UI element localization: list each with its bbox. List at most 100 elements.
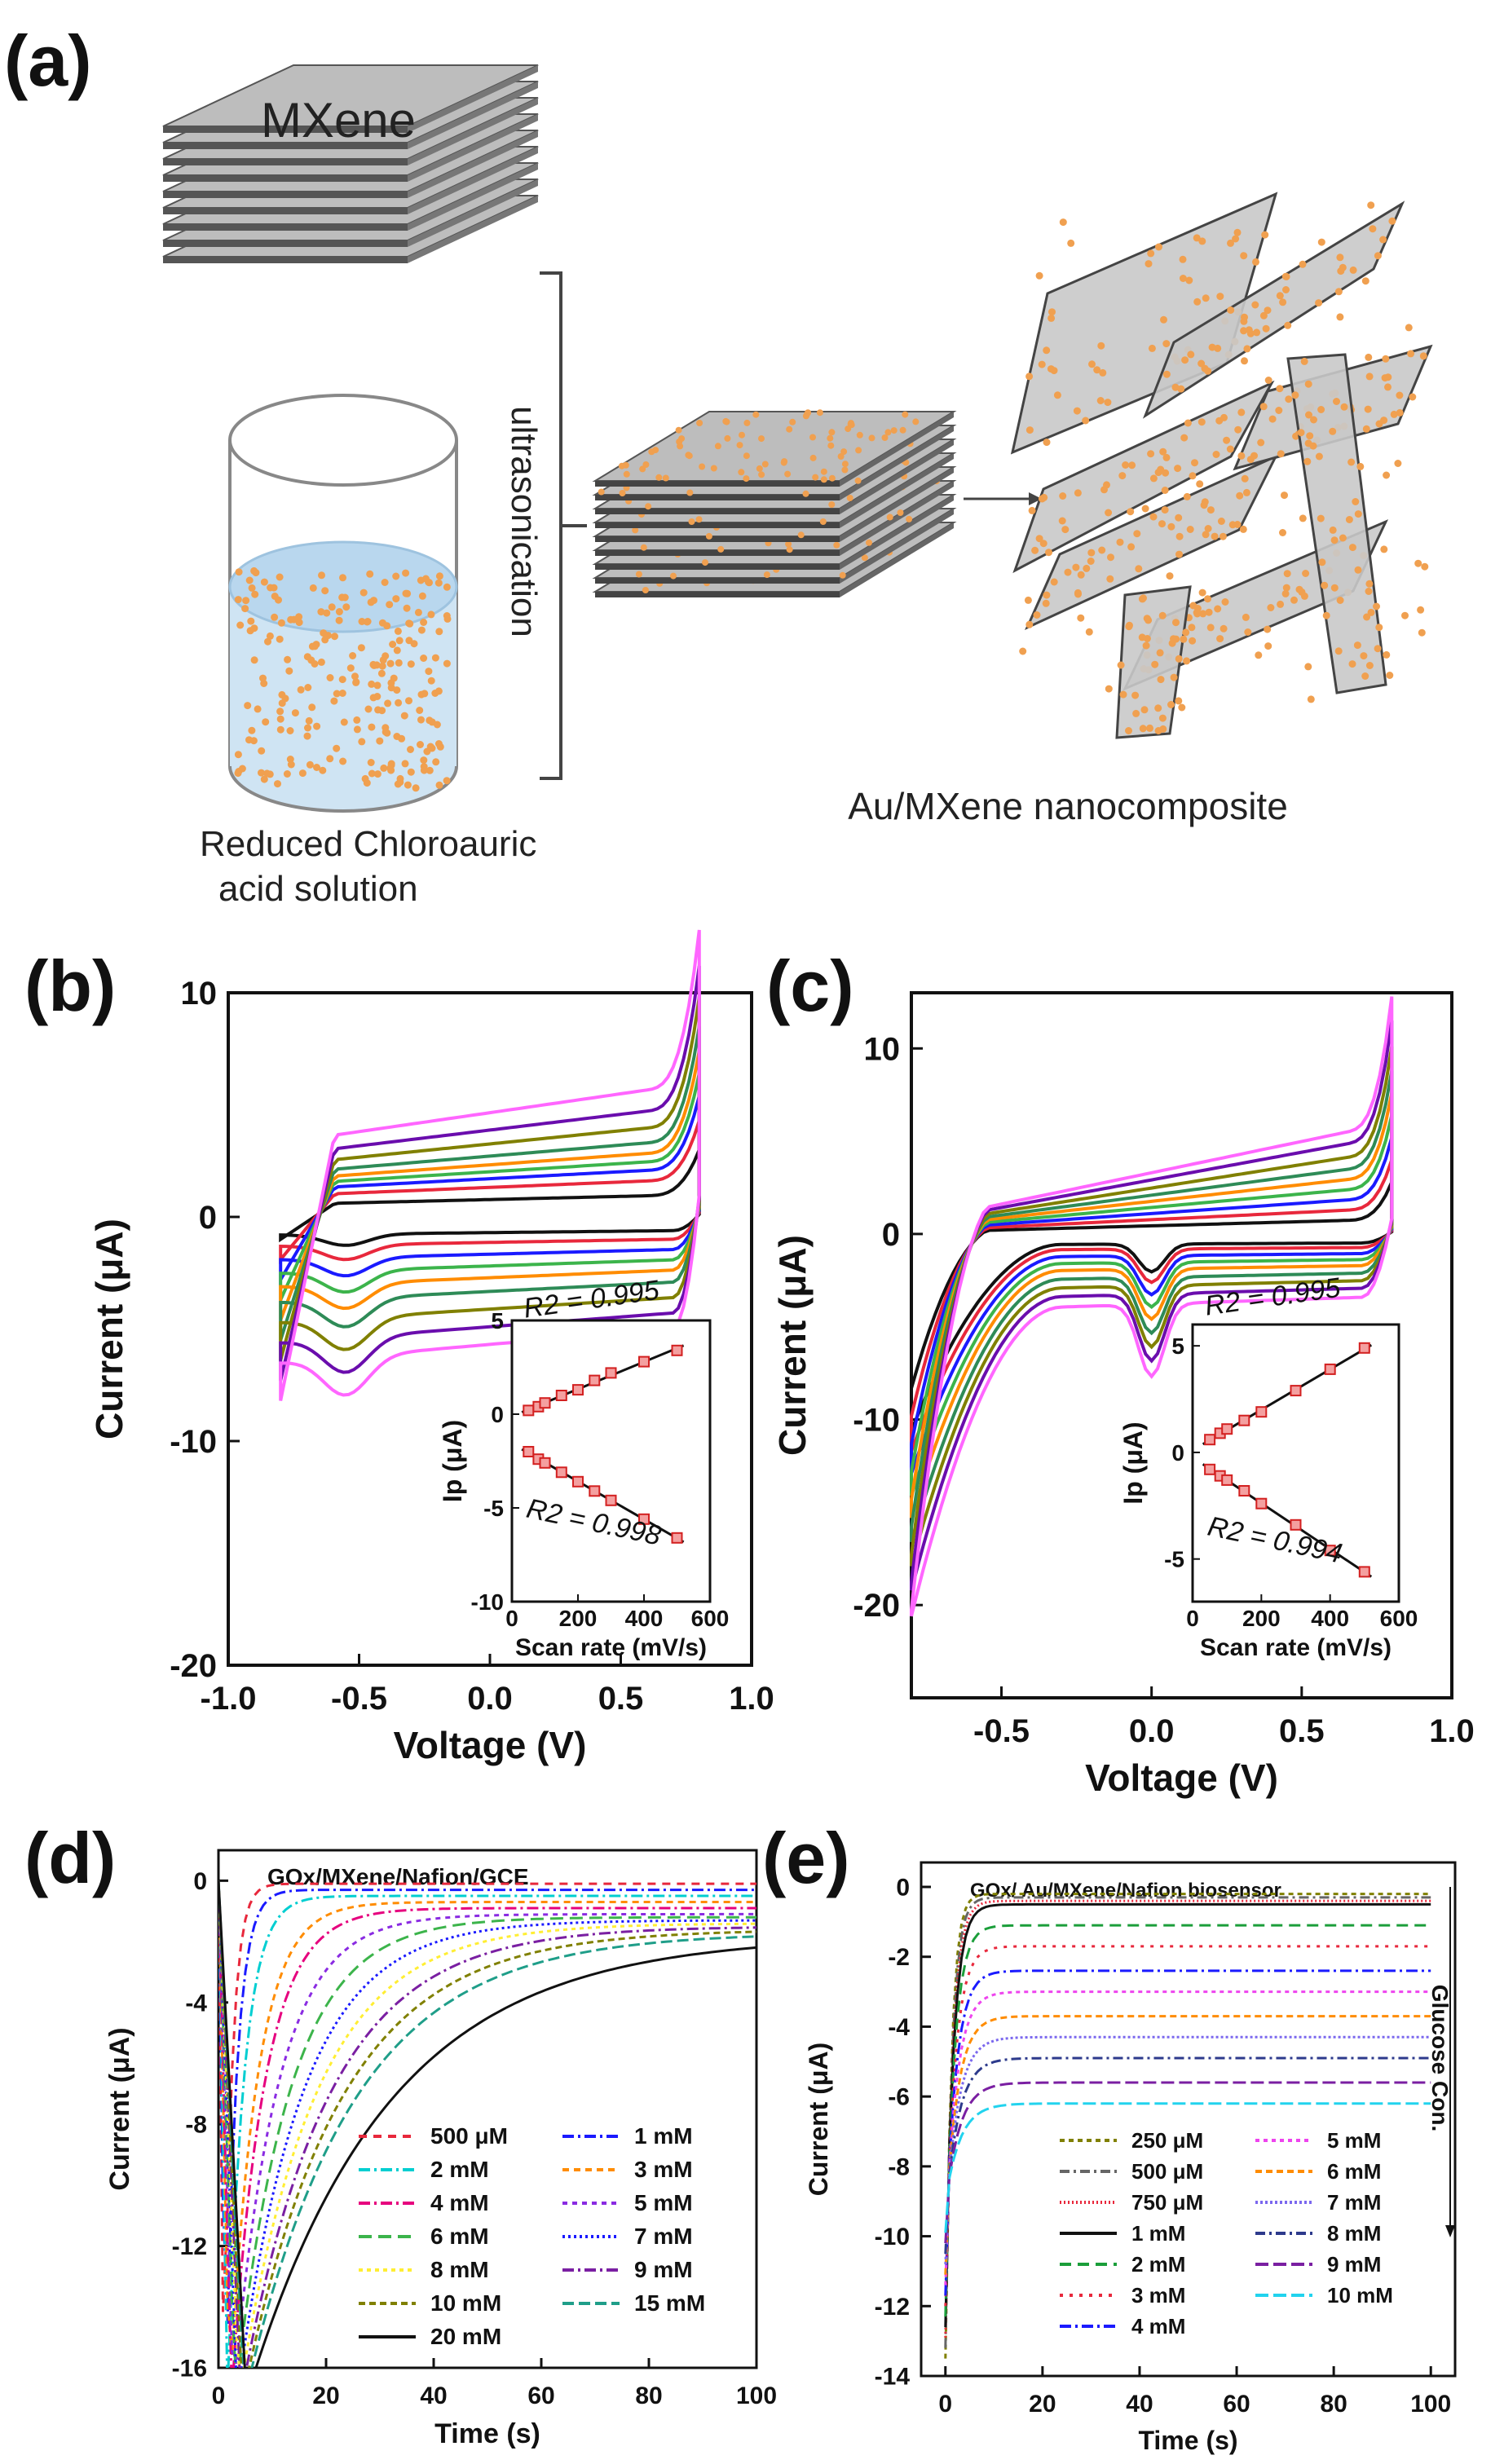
inset-cathodic-point <box>1255 1497 1268 1510</box>
gold-nanoparticle <box>1132 709 1140 717</box>
x-tick-label: 1.0 <box>729 1681 774 1717</box>
gold-nanoparticle <box>313 764 320 771</box>
mxene-sheet-edge <box>163 192 408 198</box>
gold-nanoparticle <box>1128 461 1136 469</box>
gold-nanoparticle <box>1237 408 1246 417</box>
gold-nanoparticle <box>1251 301 1259 309</box>
gold-nanoparticle <box>1330 584 1339 592</box>
gold-nanoparticle <box>359 588 368 597</box>
arrow-icon <box>964 492 1042 505</box>
gold-nanoparticle <box>1361 672 1369 680</box>
gold-nanoparticle <box>827 442 835 449</box>
gold-nanoparticle <box>912 418 920 425</box>
gold-nanoparticle <box>1085 628 1093 636</box>
gold-nanoparticle <box>642 461 650 468</box>
gold-nanoparticle <box>1352 498 1360 505</box>
gold-nanoparticle <box>1099 368 1107 377</box>
inset-cathodic-point <box>539 1457 551 1469</box>
x-tick-label: 0 <box>212 2382 226 2409</box>
au-mxene-sheet-side <box>840 425 954 500</box>
gold-nanoparticle <box>1127 508 1135 516</box>
gold-nanoparticle <box>1205 608 1213 616</box>
series-line-8 <box>218 1880 756 2368</box>
gold-nanoparticle <box>1067 239 1075 247</box>
x-tick-label: -0.5 <box>331 1681 387 1717</box>
gold-nanoparticle <box>1082 417 1090 425</box>
gold-nanoparticle <box>382 728 390 736</box>
inset-anodic-point <box>1324 1363 1336 1375</box>
gold-nanoparticle <box>1179 275 1187 282</box>
gold-nanoparticle <box>1252 258 1259 266</box>
gold-nanoparticle <box>1127 543 1136 551</box>
gold-nanoparticle <box>1135 565 1143 573</box>
gold-nanoparticle <box>1117 661 1125 669</box>
gold-nanoparticle <box>848 421 855 429</box>
inset-x-tick-label: 0 <box>1186 1606 1199 1631</box>
gold-nanoparticle <box>1419 352 1427 360</box>
gold-nanoparticle <box>1304 380 1312 388</box>
gold-nanoparticle <box>1390 410 1398 418</box>
gold-nanoparticle <box>1189 637 1197 645</box>
gold-nanoparticle <box>1367 608 1375 616</box>
mxene-stack-illustration <box>162 64 539 263</box>
gold-nanoparticle <box>1345 516 1353 523</box>
legend-label: 3 mM <box>1131 2283 1185 2308</box>
gold-nanoparticle <box>761 461 769 468</box>
gold-nanoparticle <box>1282 584 1290 592</box>
gold-nanoparticle <box>1143 635 1151 642</box>
gold-nanoparticle <box>856 431 863 439</box>
mxene-sheet-side <box>408 82 538 149</box>
gold-nanoparticle <box>1354 566 1362 574</box>
gold-nanoparticle <box>340 718 348 726</box>
gold-nanoparticle <box>1154 469 1162 477</box>
product-label: Au/MXene nanocomposite <box>848 785 1288 827</box>
gold-nanoparticle <box>827 434 834 442</box>
gold-nanoparticle <box>1024 596 1032 604</box>
gold-nanoparticle <box>696 420 703 426</box>
gold-nanoparticle <box>1159 725 1167 733</box>
gold-nanoparticle <box>426 716 434 725</box>
gold-nanoparticle <box>1374 252 1382 260</box>
gold-nanoparticle <box>828 474 836 482</box>
gold-nanoparticle <box>364 618 372 625</box>
gold-nanoparticle <box>802 490 809 497</box>
gold-nanoparticle <box>1309 442 1317 450</box>
gold-nanoparticle <box>427 610 435 619</box>
gold-nanoparticle <box>1186 526 1194 533</box>
gold-nanoparticle <box>274 780 281 788</box>
gold-nanoparticle <box>271 593 279 600</box>
x-tick-label: 100 <box>736 2382 777 2409</box>
gold-nanoparticle <box>890 427 898 434</box>
gold-nanoparticle <box>1077 614 1085 622</box>
mxene-sheet-side <box>408 98 538 165</box>
gold-nanoparticle <box>1337 267 1345 275</box>
gold-nanoparticle <box>1043 346 1051 355</box>
y-tick-label: -14 <box>875 2364 911 2391</box>
gold-nanoparticle <box>1220 413 1228 421</box>
gold-nanoparticle <box>1282 286 1290 293</box>
inset-x-tick-label: 400 <box>1311 1606 1349 1631</box>
inset-cathodic-point <box>589 1485 601 1497</box>
y-tick-label: -10 <box>875 2224 910 2250</box>
gold-nanoparticle <box>1242 488 1250 496</box>
gold-nanoparticle <box>1170 673 1178 681</box>
y-tick-label: -6 <box>888 2084 910 2111</box>
gold-nanoparticle <box>1083 564 1091 572</box>
gold-nanoparticle <box>431 654 439 662</box>
gold-nanoparticle <box>401 760 409 768</box>
gold-nanoparticle <box>250 656 258 664</box>
gold-nanoparticle <box>1212 451 1220 458</box>
y-tick-label: -2 <box>888 1944 910 1971</box>
series-group <box>944 1893 1431 2359</box>
gold-nanoparticle <box>262 718 270 726</box>
gold-nanoparticle <box>1059 218 1067 227</box>
gold-nanoparticle <box>1097 342 1105 350</box>
gold-nanoparticle <box>319 766 327 774</box>
inset-cathodic-point <box>1221 1474 1233 1486</box>
gold-nanoparticle <box>236 621 245 629</box>
gold-nanoparticle <box>1175 550 1183 558</box>
gold-nanoparticle <box>1116 538 1124 546</box>
gold-nanoparticle <box>1281 589 1290 597</box>
gold-nanoparticle <box>317 608 325 616</box>
gold-nanoparticle <box>260 578 268 586</box>
